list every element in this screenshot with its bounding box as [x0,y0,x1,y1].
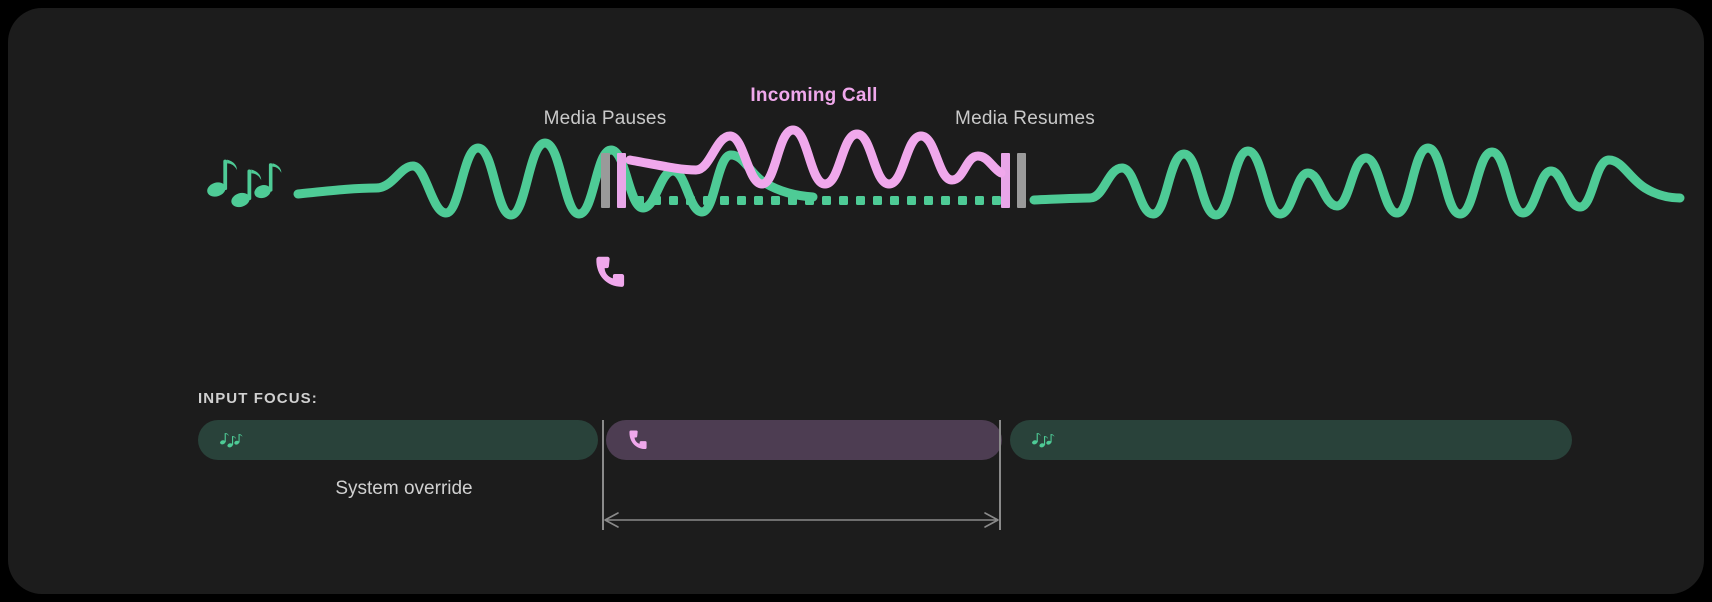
media-wave-before [293,138,818,220]
music-notes-icon [220,433,243,448]
call-wave [625,125,1006,189]
resume-marker-gray [1017,153,1026,208]
override-guide-left [602,420,604,530]
override-label-row: System override [8,478,1704,500]
phone-icon [596,256,625,287]
pause-marker-pink [617,153,626,208]
music-notes-icon [207,159,282,208]
diagram-card: Media Pauses Incoming Call Media Resumes… [8,8,1704,594]
input-focus-track [8,420,1704,460]
override-guide-right [999,420,1001,530]
label-media-pauses: Media Pauses [543,108,667,129]
timeline-stage: Media Pauses Incoming Call Media Resumes [8,8,1704,338]
pause-marker-gray [601,153,610,208]
music-notes-icon [1032,433,1055,448]
segment-call[interactable] [606,420,1002,460]
resume-marker-pink [1001,153,1010,208]
override-span-arrow [604,512,999,528]
override-label: System override [335,478,473,499]
segment-media-before[interactable] [198,420,598,460]
phone-icon [629,430,647,450]
media-wave-after [1029,143,1685,220]
label-media-resumes: Media Resumes [955,108,1095,129]
input-focus-title: INPUT FOCUS: [198,390,318,407]
segment-media-after[interactable] [1010,420,1572,460]
label-incoming-call: Incoming Call [750,85,878,106]
waveform-graphic [207,125,1685,287]
paused-media-dots [635,196,1001,205]
